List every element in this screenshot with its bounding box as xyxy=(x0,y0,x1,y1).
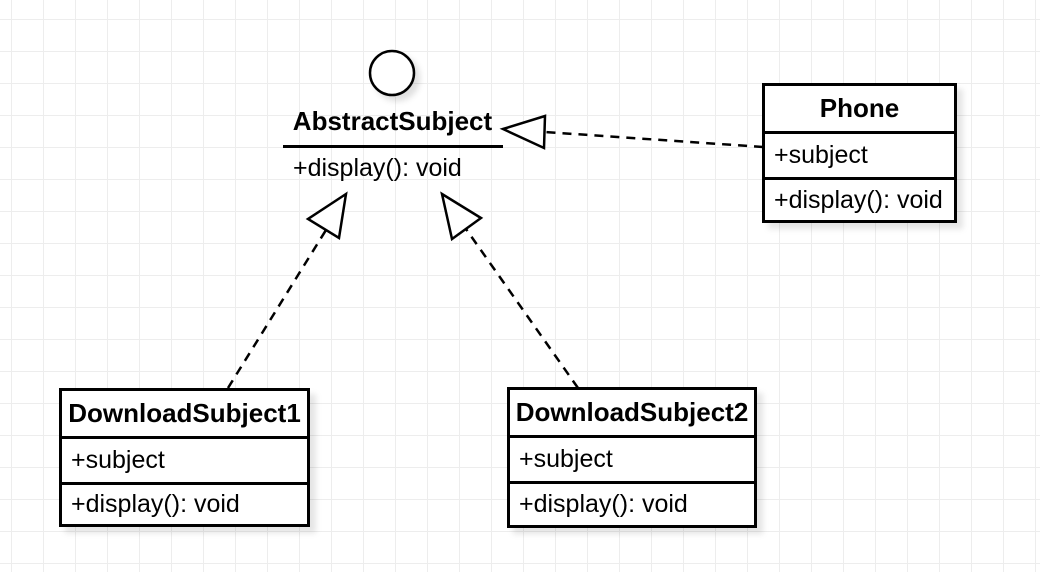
class-title: Phone xyxy=(765,86,954,134)
realization-edge-downloadsubject2[interactable] xyxy=(440,191,580,389)
class-attribute: +subject xyxy=(774,141,868,169)
class-title: DownloadSubject2 xyxy=(510,390,754,438)
class-attribute: +subject xyxy=(71,446,165,474)
class-box-downloadsubject1[interactable]: DownloadSubject1 +subject +display(): vo… xyxy=(59,388,310,527)
open-triangle-arrowhead xyxy=(499,114,547,150)
class-attribute: +subject xyxy=(519,445,613,473)
class-method: +display(): void xyxy=(510,481,754,525)
interface-method: +display(): void xyxy=(293,153,462,182)
interface-separator-line xyxy=(283,145,503,148)
class-method: +display(): void xyxy=(765,177,954,220)
interface-name: AbstractSubject xyxy=(292,105,493,136)
class-box-phone[interactable]: Phone +subject +display(): void xyxy=(762,83,957,223)
class-box-downloadsubject2[interactable]: DownloadSubject2 +subject +display(): vo… xyxy=(507,387,757,528)
open-triangle-arrowhead xyxy=(305,191,348,241)
realization-edge-phone[interactable] xyxy=(499,114,764,150)
realization-edge-downloadsubject1[interactable] xyxy=(226,191,348,389)
dashed-line[interactable] xyxy=(544,130,764,149)
class-method: +display(): void xyxy=(62,482,307,524)
open-triangle-arrowhead xyxy=(440,191,484,242)
dashed-line[interactable] xyxy=(464,228,580,389)
class-title: DownloadSubject1 xyxy=(62,391,307,439)
interface-circle[interactable] xyxy=(368,49,416,97)
dashed-line[interactable] xyxy=(226,229,328,389)
